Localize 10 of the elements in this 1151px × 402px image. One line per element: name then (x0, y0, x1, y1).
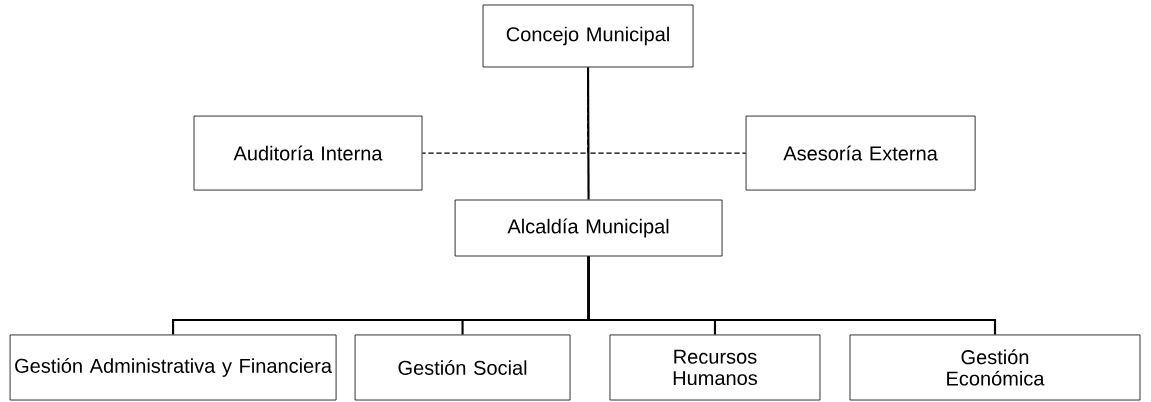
org-box: Gestión Social (354, 334, 571, 401)
org-box: Auditoría Interna (193, 115, 423, 191)
org-box: Gestión Administrativa y Financiera (9, 334, 337, 401)
org-box: Alcaldía Municipal (454, 199, 723, 257)
org-box: Gestión Económica (849, 334, 1141, 401)
org-box: Recursos Humanos (609, 334, 821, 401)
connector-line (587, 66, 747, 154)
org-box: Concejo Municipal (482, 4, 694, 68)
org-box: Asesoría Externa (745, 115, 976, 191)
connector-line (587, 256, 997, 335)
